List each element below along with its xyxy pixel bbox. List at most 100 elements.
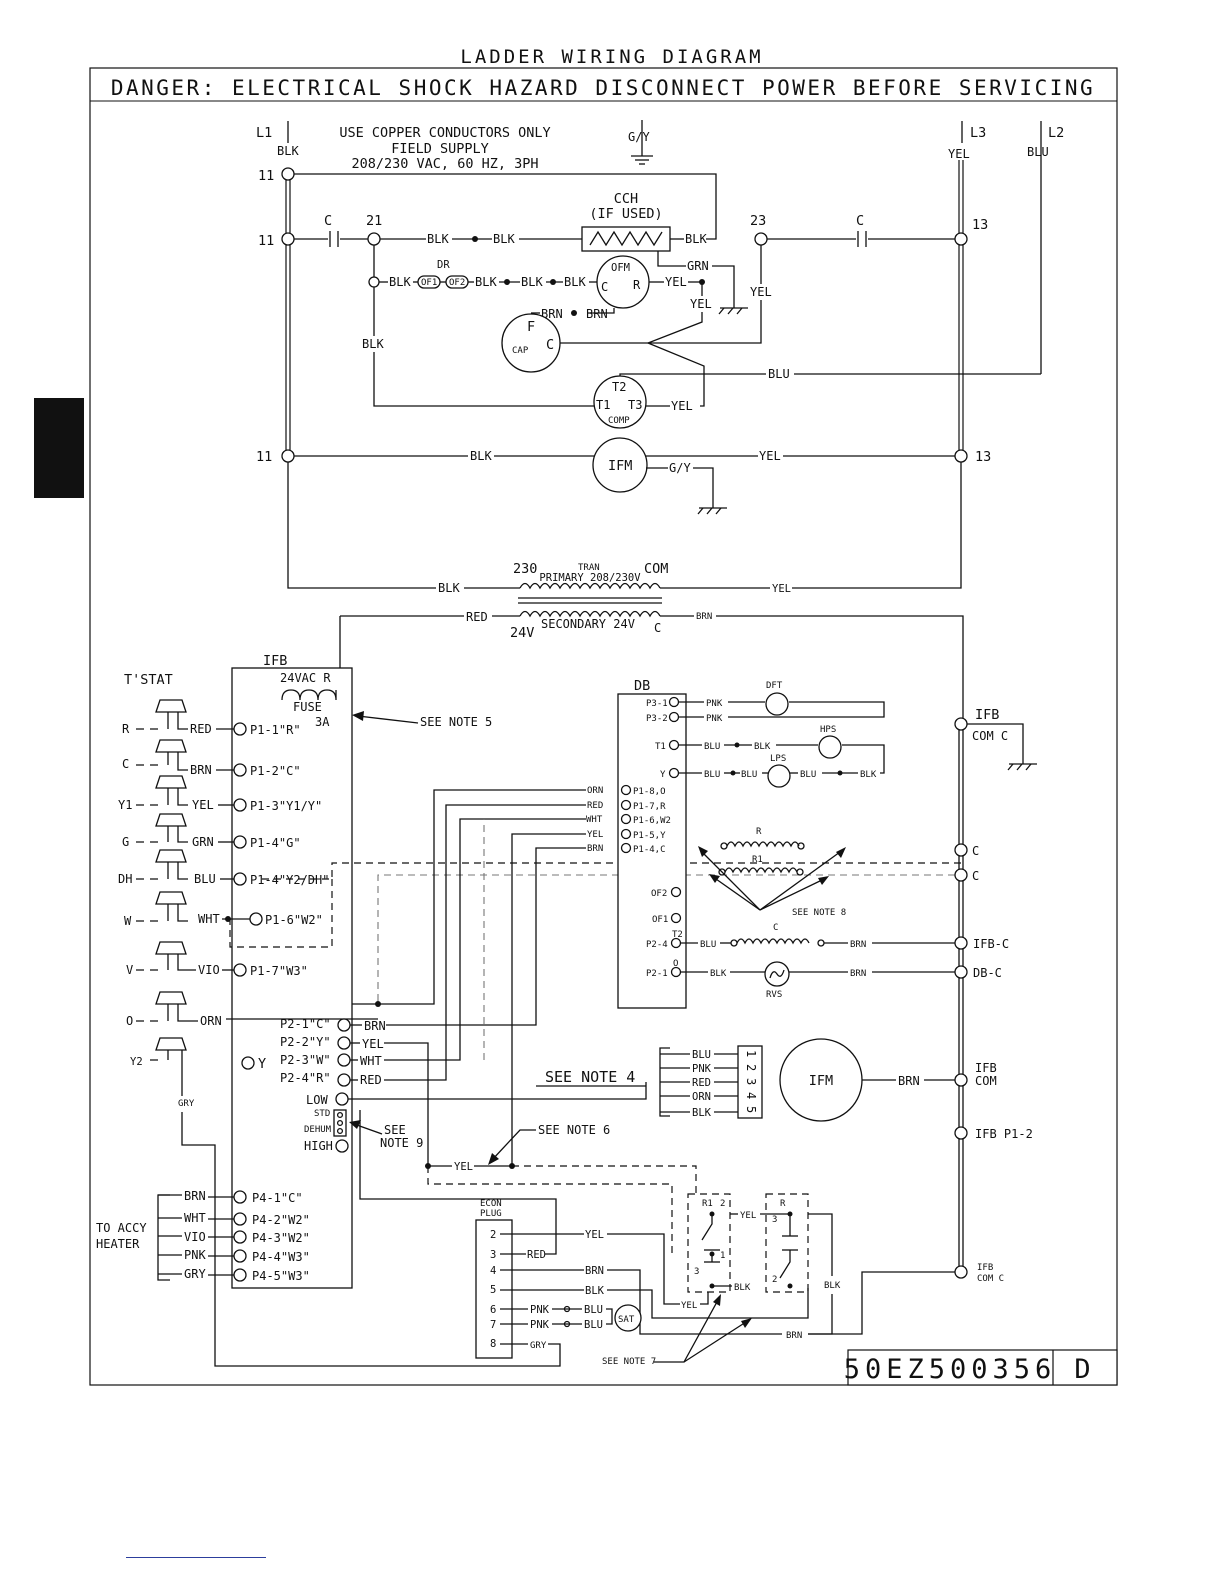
svg-text:P2-2"Y": P2-2"Y" (280, 1035, 331, 1049)
svg-text:P1-7"W3": P1-7"W3" (250, 964, 308, 978)
tstat-row-v: V VIO P1-7"W3" (126, 941, 308, 978)
wire-yel-ofm: YEL (665, 275, 687, 289)
of2-label: OF2 (449, 278, 465, 288)
svg-text:P4-4"W3": P4-4"W3" (252, 1250, 310, 1264)
tran-24v: 24V (510, 625, 534, 641)
right-ifb-p12: IFB P1-2 (975, 1127, 1033, 1141)
right-ifb-c: IFB-C (973, 937, 1009, 951)
terminal-21: 21 (366, 213, 382, 229)
svg-text:P1-3"Y1/Y": P1-3"Y1/Y" (250, 799, 322, 813)
svg-text:P1-4"G": P1-4"G" (250, 836, 301, 850)
chassis-ground-1 (718, 307, 748, 315)
terminal-11-a: 11 (258, 168, 274, 184)
ifm-label-bottom: IFM (809, 1073, 833, 1089)
svg-text:BRN: BRN (184, 1189, 206, 1203)
svg-text:5: 5 (490, 1284, 496, 1296)
ifb-p2-1: P2-1"C" BRN (280, 847, 586, 1033)
relay-r-n2: 2 (772, 1275, 777, 1285)
rvs-valve (764, 961, 790, 987)
db-of2: OF2 (651, 889, 667, 899)
cch-heater (581, 226, 671, 252)
svg-text:DH: DH (118, 872, 132, 886)
coil-r-label: R (756, 827, 762, 837)
relay-r-label: R (780, 1199, 786, 1209)
note-9-see: SEE (384, 1123, 406, 1137)
tran-secondary: SECONDARY 24V (541, 617, 635, 631)
wire-yel-econ-2: YEL (681, 1301, 697, 1311)
tstat-row-w: W WHT P1-6"W2" (124, 891, 323, 928)
db-p1-4: P1-4,C (633, 845, 666, 855)
terminal-11-b: 11 (258, 233, 274, 249)
svg-text:RED: RED (692, 1077, 711, 1089)
wire-blu-hps: BLU (704, 742, 720, 752)
wire-brn-2: BRN (541, 307, 563, 321)
right-ifb-com: COM (975, 1074, 997, 1088)
right-com-c-2: COM C (977, 1274, 1004, 1284)
field-supply-note-3: 208/230 VAC, 60 HZ, 3PH (352, 156, 539, 172)
db-p1-5: P1-5,Y (633, 831, 666, 841)
econ-plug (475, 1219, 513, 1359)
ifm-pin-4: 4 (744, 1092, 758, 1099)
svg-text:P4-1"C": P4-1"C" (252, 1191, 303, 1205)
to-accy-heater-2: HEATER (96, 1237, 140, 1251)
cap-f: F (527, 319, 535, 335)
wire-red-tran: RED (466, 610, 488, 624)
svg-text:W: W (124, 914, 132, 928)
db-p1-7: P1-7,R (633, 802, 666, 812)
svg-text:P1-1"R": P1-1"R" (250, 723, 301, 737)
svg-text:R: R (122, 722, 130, 736)
db-p1-6: P1-6,W2 (633, 816, 671, 826)
svg-text:P2-1"C": P2-1"C" (280, 1017, 331, 1031)
dr-label: DR (437, 259, 450, 271)
db-title: DB (634, 678, 650, 694)
l3-wire-color: YEL (948, 147, 970, 161)
sat-sensor (614, 1304, 642, 1332)
tstat-row-o: O ORN (126, 991, 378, 1028)
tran-com: COM (644, 561, 668, 577)
wire-yel-ifb: YEL (454, 1161, 473, 1173)
wire-blu-lps-3: BLU (800, 770, 816, 780)
ifb-p2-3: P2-3"W" WHT (280, 818, 586, 1068)
tstat-row-y2: Y2 GRY (130, 1037, 561, 1367)
ifb-fuse-label: FUSE (293, 700, 322, 714)
svg-text:C: C (122, 757, 129, 771)
side-tab-marker (34, 398, 84, 498)
ifm-pin-1: 1 (744, 1050, 758, 1057)
transformer (518, 582, 662, 618)
tran-label: TRAN (578, 563, 600, 573)
svg-text:BLK: BLK (692, 1107, 712, 1119)
svg-text:P4-3"W2": P4-3"W2" (252, 1231, 310, 1245)
hps-label: HPS (820, 725, 836, 735)
svg-text:WHT: WHT (198, 912, 220, 926)
note-9-arrow (349, 1120, 383, 1135)
wire-wht-db: WHT (586, 815, 603, 825)
part-number: 50EZ500356 (844, 1354, 1057, 1385)
ifm-motor-top (592, 437, 648, 493)
svg-text:8: 8 (490, 1338, 496, 1350)
ifb-high: HIGH (304, 1139, 333, 1153)
note-9: NOTE 9 (380, 1136, 423, 1150)
danger-banner: DANGER: ELECTRICAL SHOCK HAZARD DISCONNE… (111, 76, 1095, 100)
wire-brn-1: BRN (586, 307, 608, 321)
ifb-p2-4: P2-4"R" RED (280, 804, 586, 1087)
svg-text:3: 3 (490, 1249, 496, 1261)
coil-r1 (718, 867, 804, 876)
relay-r-box (765, 1193, 809, 1293)
coil-c (730, 938, 825, 947)
l1-rail (285, 174, 291, 456)
tstat-row-y1: Y1 YEL P1-3"Y1/Y" (118, 775, 322, 813)
cch-if-used: (IF USED) (589, 206, 662, 222)
tstat-title: T'STAT (124, 672, 173, 688)
wire-blk-ofm: BLK (389, 275, 411, 289)
wire-yel-ifm: YEL (759, 449, 781, 463)
svg-text:GRY: GRY (184, 1267, 206, 1281)
cap-label: CAP (512, 346, 529, 356)
wire-brn-ifm: BRN (898, 1074, 920, 1088)
contactor-c-right-label: C (856, 213, 864, 229)
svg-text:ORN: ORN (200, 1014, 222, 1028)
wire-orn-db: ORN (587, 786, 603, 796)
db-of1: OF1 (652, 915, 668, 925)
wire-blk-rvs: BLK (710, 969, 727, 979)
wire-blk-hps: BLK (754, 742, 771, 752)
svg-text:BRN: BRN (190, 763, 212, 777)
